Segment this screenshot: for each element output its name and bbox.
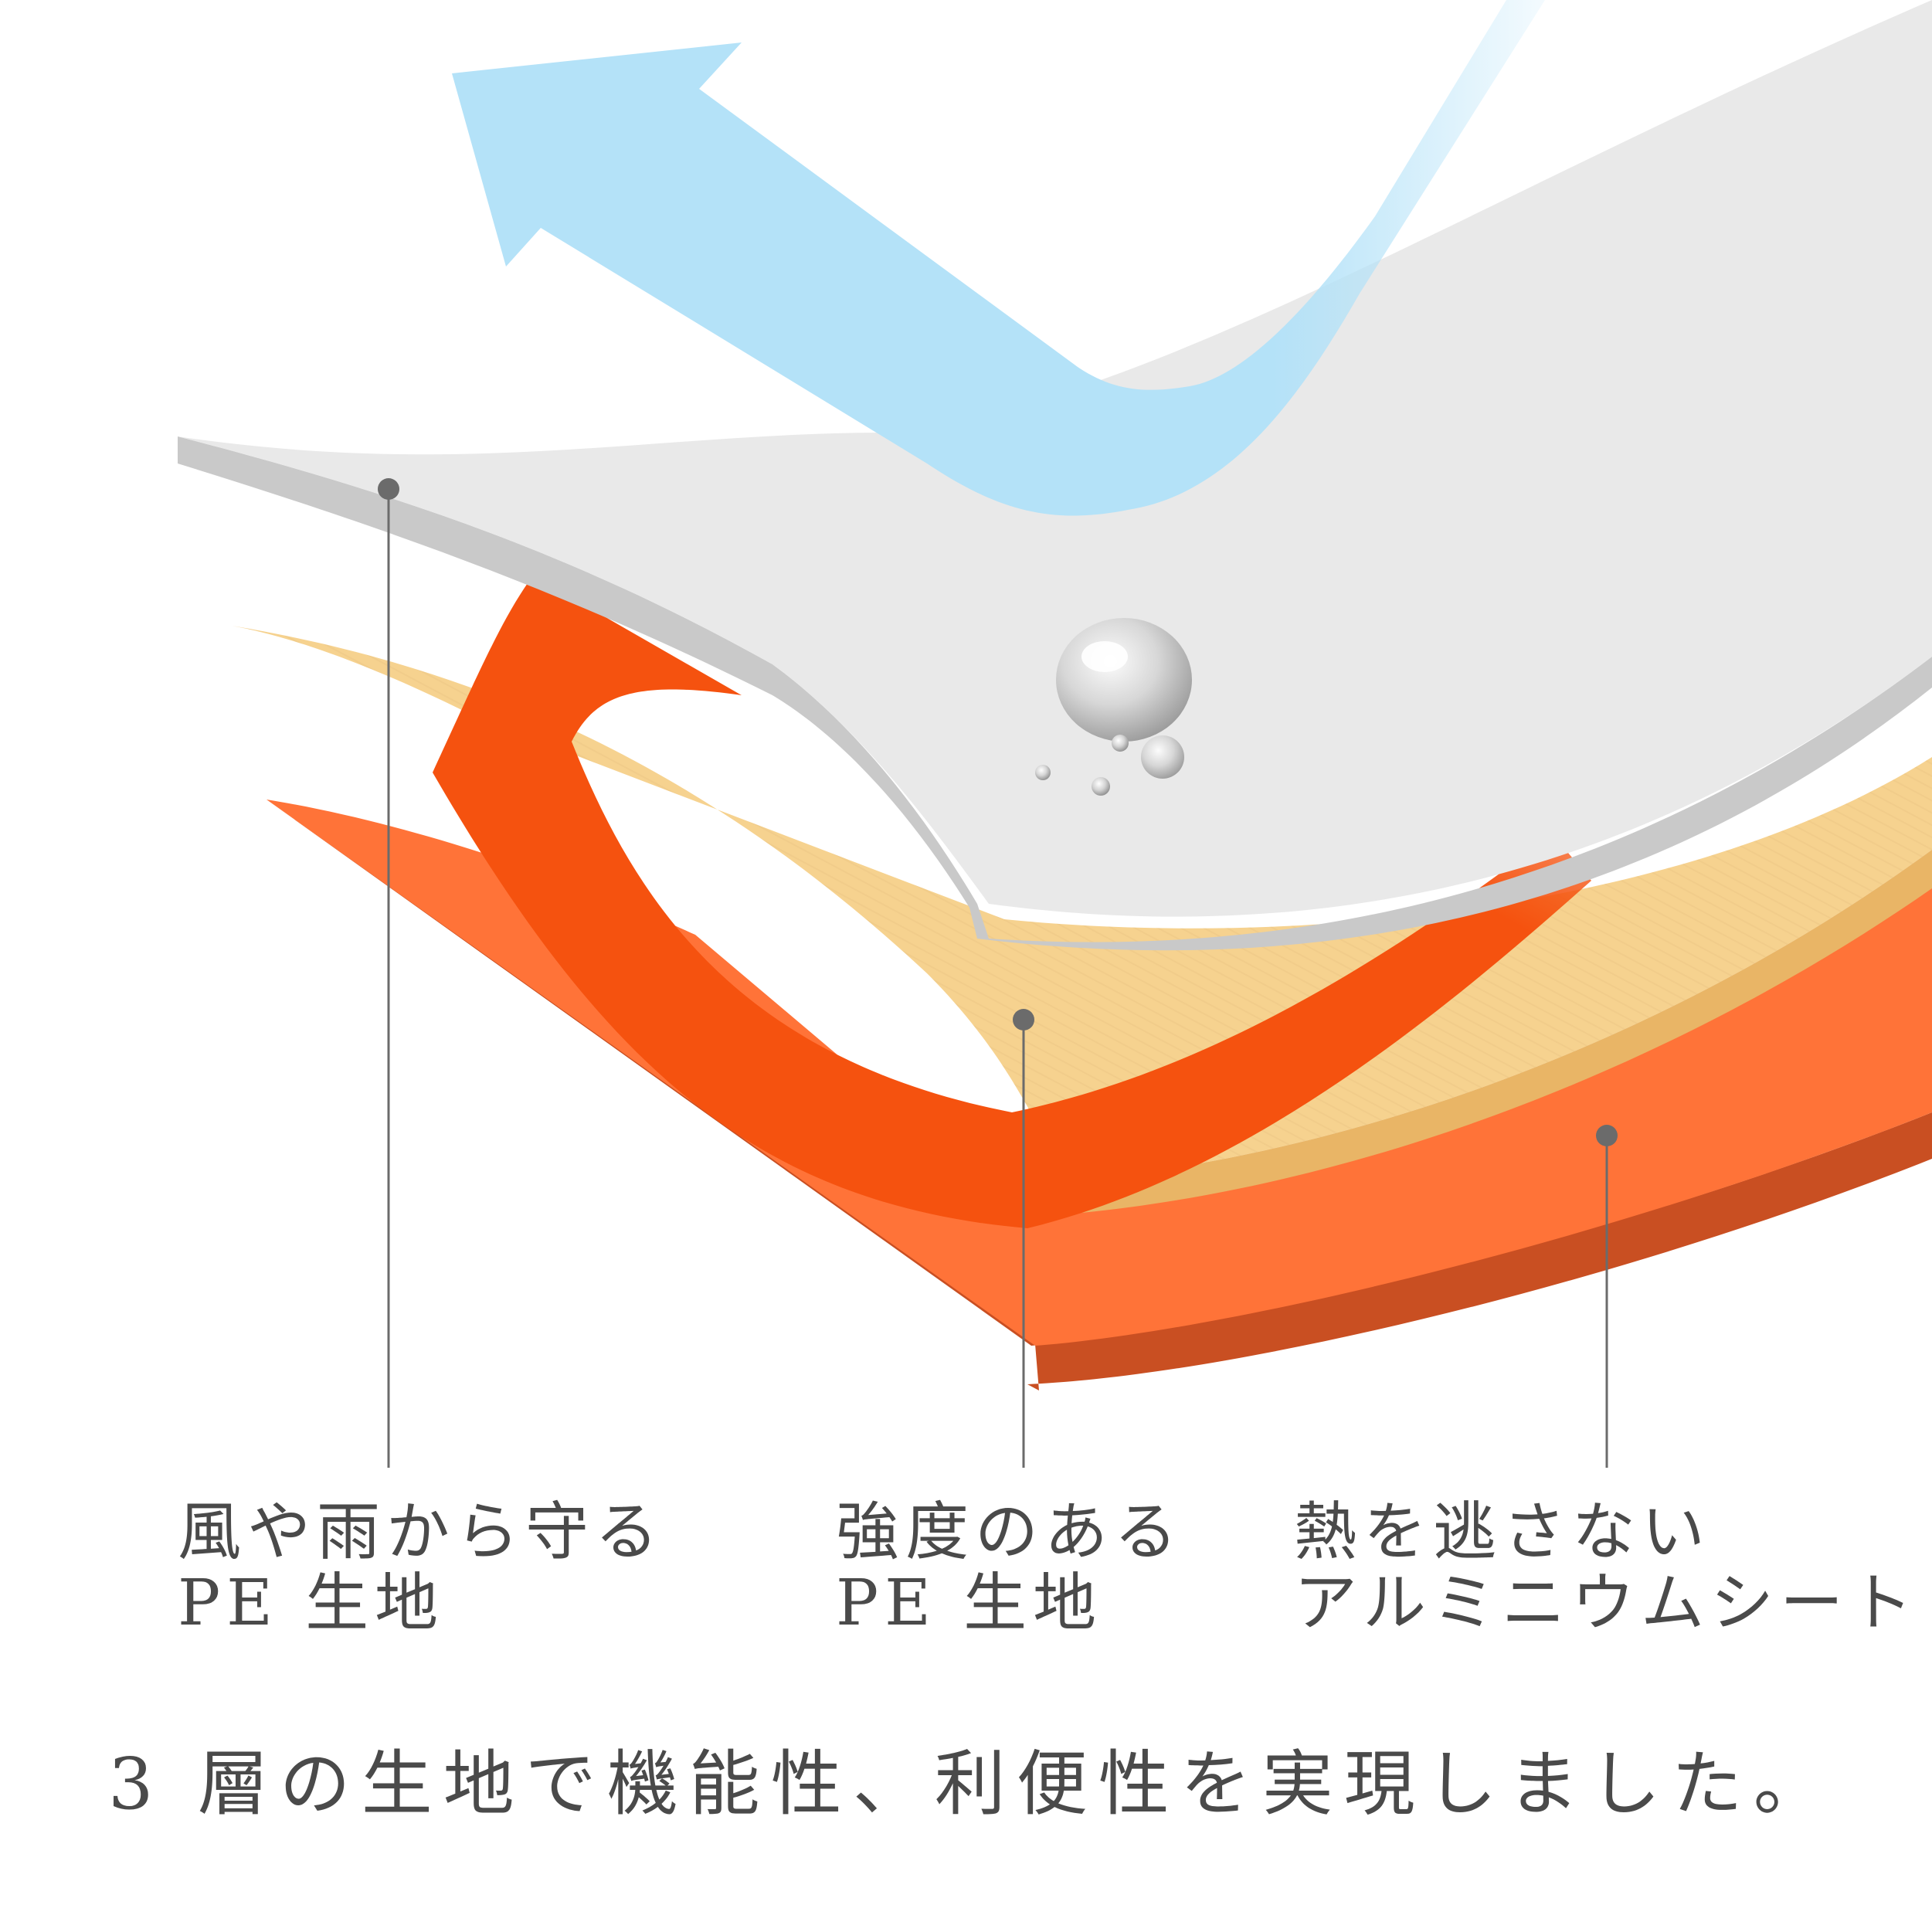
- leader-inner: [1596, 1125, 1618, 1468]
- label-inner-line1: 熱を逃さない: [1294, 1496, 1712, 1569]
- label-outer-line1: 風や雨から守る: [178, 1496, 665, 1569]
- leader-outer: [378, 478, 399, 1468]
- label-outer-line2: PE 生地: [178, 1567, 445, 1640]
- label-middle-line2: PE 生地: [836, 1567, 1103, 1640]
- label-middle-layer: 強度のある PE 生地: [836, 1497, 1183, 1639]
- label-inner-line2: アルミニウムシート: [1294, 1567, 1920, 1640]
- outer-layer-edge: [178, 436, 1932, 951]
- caption: 3 層の生地で機能性、利便性を実現しました。: [108, 1743, 1835, 1825]
- water-droplets-icon: [1035, 618, 1192, 796]
- leader-middle: [1013, 1009, 1034, 1468]
- label-inner-layer: 熱を逃さない アルミニウムシート: [1294, 1497, 1919, 1639]
- label-middle-line1: 強度のある: [836, 1496, 1184, 1569]
- wind-arrow: [452, 0, 1545, 516]
- label-outer-layer: 風や雨から守る PE 生地: [178, 1497, 664, 1639]
- heat-arrow: [433, 576, 1591, 1228]
